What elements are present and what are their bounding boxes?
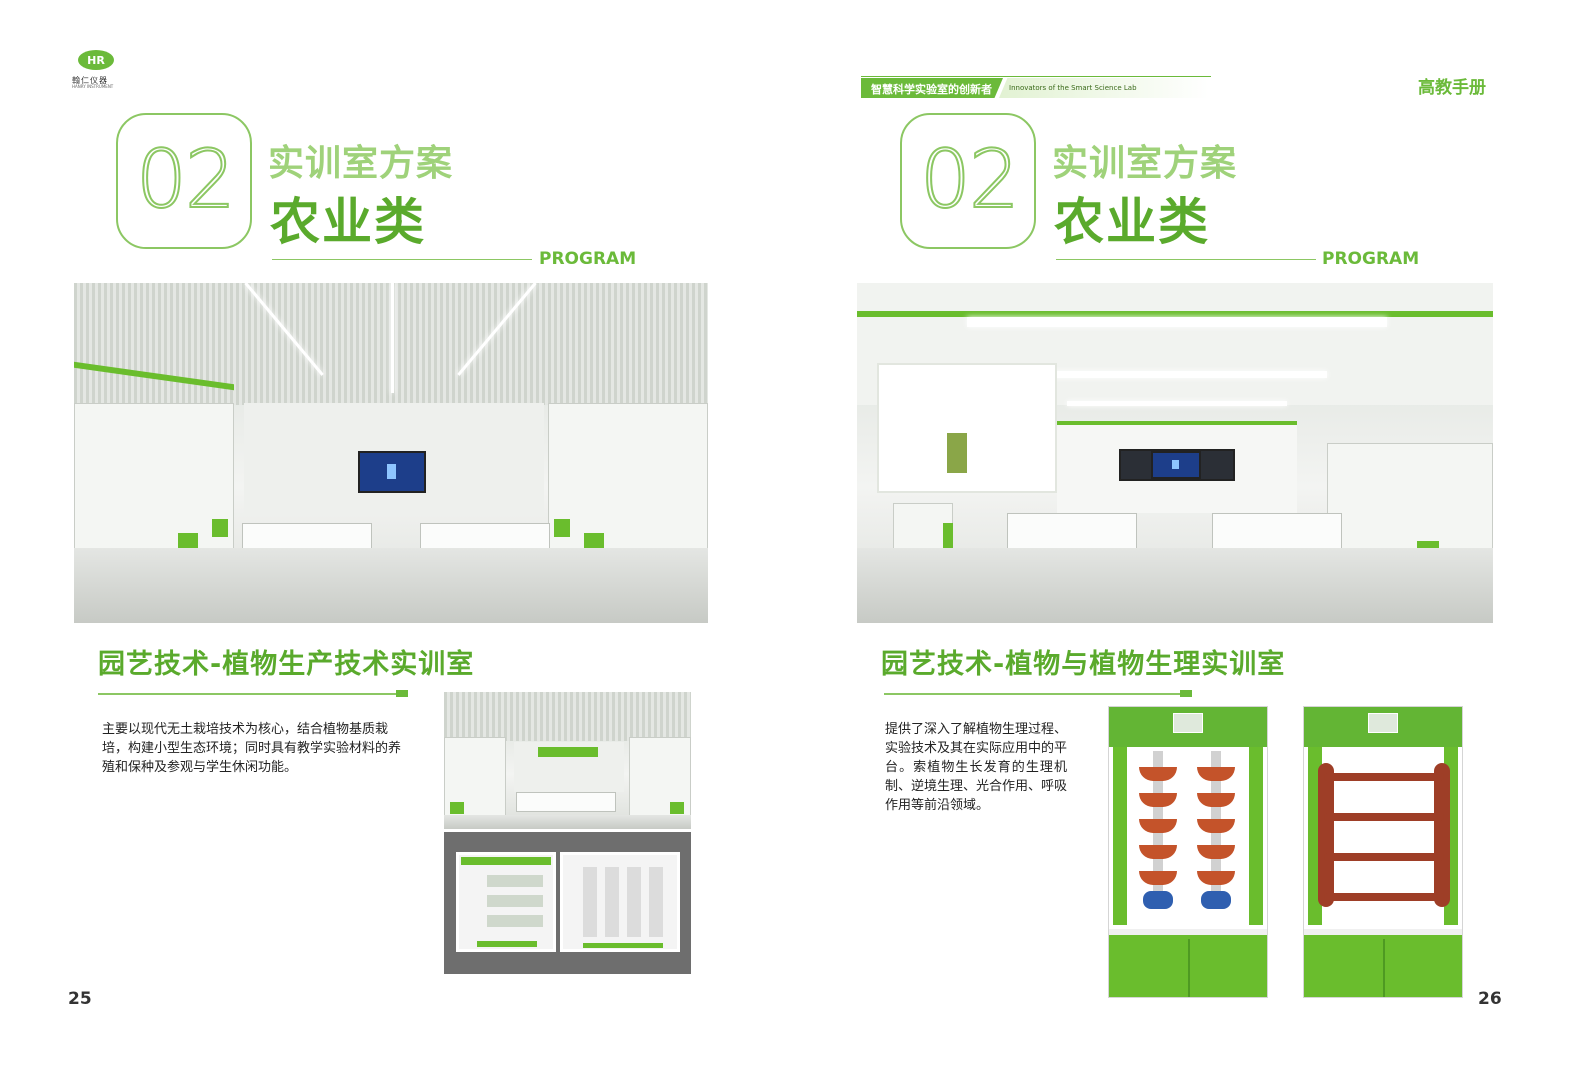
section-title-line2: 农业类 xyxy=(270,193,426,251)
pipe-frame-cabinet xyxy=(1303,706,1463,998)
svg-text:HR: HR xyxy=(87,54,105,67)
lab-description: 主要以现代无土栽培技术为核心，结合植物基质栽培，构建小型生态环境；同时具有教学实… xyxy=(102,722,402,775)
program-divider xyxy=(272,259,532,260)
program-divider xyxy=(1056,259,1316,260)
lab-subtitle: 园艺技术-植物与植物生理实训室 xyxy=(881,649,1286,680)
subtitle-divider-dot xyxy=(1180,690,1192,697)
header-slogan-en: Innovators of the Smart Science Lab xyxy=(999,78,1209,98)
header-banner: 智慧科学实验室的创新者 Innovators of the Smart Scie… xyxy=(861,76,1211,98)
section-number: 02 xyxy=(919,132,1021,227)
section-number-box: 02 xyxy=(116,113,252,249)
lab-photo-main xyxy=(857,283,1493,623)
tower-planter-cabinet xyxy=(1108,706,1268,998)
subtitle-divider xyxy=(98,693,398,695)
lab-description: 提供了深入了解植物生理过程、实验技术及其在实际应用中的平台。索植物生长发育的生理… xyxy=(885,722,1068,813)
section-title-line1: 实训室方案 xyxy=(268,143,454,184)
program-label: PROGRAM xyxy=(1322,249,1420,269)
lab-floor-plan xyxy=(444,832,691,974)
lab-subtitle: 园艺技术-植物生产技术实训室 xyxy=(98,649,475,680)
section-title-line1: 实训室方案 xyxy=(1052,143,1238,184)
section-title-line2: 农业类 xyxy=(1054,193,1210,251)
lab-photo-small xyxy=(444,692,691,829)
hr-leaf-logo-icon: HR xyxy=(78,50,114,70)
subtitle-divider-dot xyxy=(396,690,408,697)
program-label: PROGRAM xyxy=(539,249,637,269)
lab-photo-main xyxy=(74,283,708,623)
header-slogan-cn: 智慧科学实验室的创新者 xyxy=(861,78,1003,98)
section-number-box: 02 xyxy=(900,113,1036,249)
page-number-left: 25 xyxy=(68,989,92,1009)
section-number: 02 xyxy=(135,132,237,227)
handbook-label: 高教手册 xyxy=(1418,78,1486,98)
page-number-right: 26 xyxy=(1478,989,1502,1009)
brand-name-en: HANRY INSTRUMENT xyxy=(72,84,114,89)
subtitle-divider xyxy=(884,693,1184,695)
brand-name: 翰仁仪器 xyxy=(72,76,108,85)
